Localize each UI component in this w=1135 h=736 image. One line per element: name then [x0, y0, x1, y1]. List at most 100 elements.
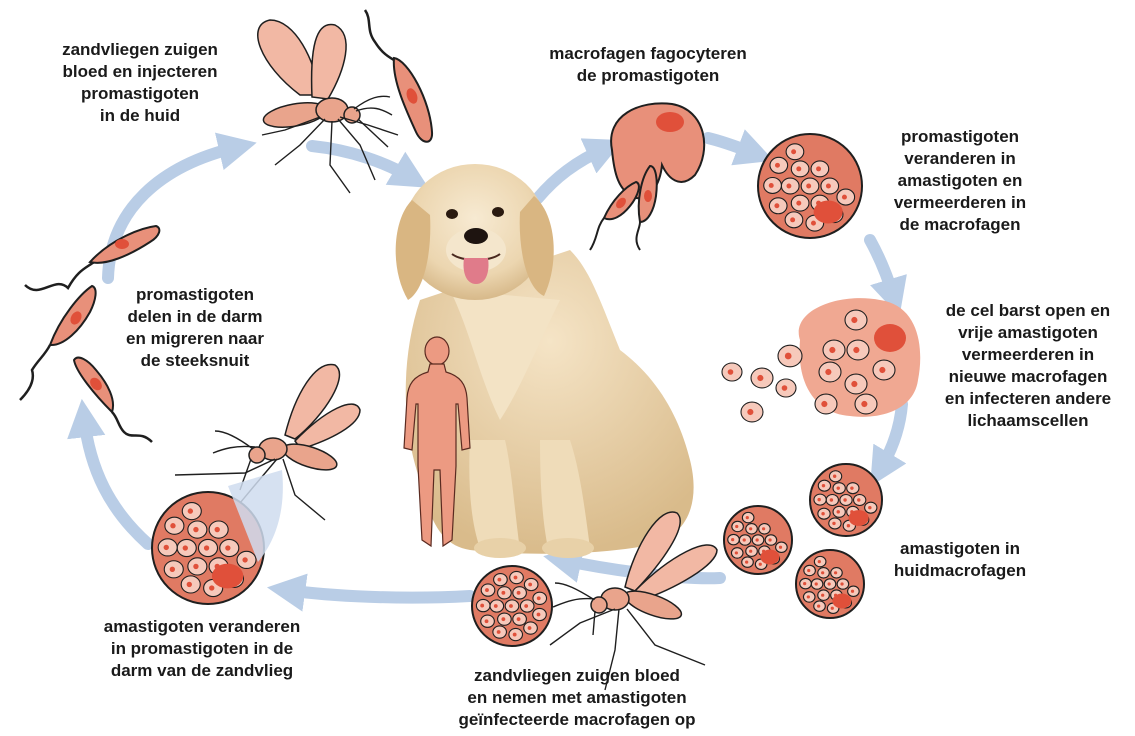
amastigote-icon [826, 494, 838, 505]
amastigote-icon [182, 503, 201, 520]
amastigote-icon [833, 506, 845, 517]
amastigote-icon [476, 599, 490, 611]
label-sandfly-bite: zandvliegen zuigen bloed en injecteren p… [40, 39, 240, 127]
cycle-arrow-icon [108, 147, 238, 278]
amastigote-icon [786, 144, 804, 160]
amastigote-icon [198, 539, 217, 556]
amastigote-icon [803, 592, 815, 602]
amastigote-icon [481, 584, 495, 596]
macrophage-icon [796, 550, 864, 618]
label-transform: promastigoten veranderen in amastigoten … [880, 126, 1040, 236]
amastigote-icon [751, 368, 773, 388]
amastigote-icon [533, 608, 547, 620]
amastigote-icon [821, 178, 839, 194]
amastigote-icon [739, 535, 751, 545]
label-divide-migrate: promastigoten delen in de darm en migrer… [110, 284, 280, 372]
label-phagocytose: macrofagen fagocyteren de promastigoten [528, 43, 768, 87]
amastigote-icon [731, 548, 743, 558]
amastigote-icon [845, 310, 867, 330]
amastigote-icon [177, 539, 196, 556]
amastigote-icon [533, 592, 547, 604]
amastigote-icon [752, 535, 764, 545]
amastigote-icon [847, 340, 869, 360]
macrophage-icon [590, 103, 704, 250]
amastigote-icon [188, 558, 207, 575]
amastigote-icon [831, 568, 843, 578]
amastigote-icon [823, 340, 845, 360]
amastigote-icon [746, 524, 758, 534]
macrophage-icon [472, 566, 552, 646]
amastigote-icon [848, 586, 860, 596]
label-blood-meal: zandvliegen zuigen bloed en nemen met am… [432, 665, 722, 731]
cycle-arrow-icon [870, 240, 894, 298]
amastigote-icon [829, 518, 841, 529]
amastigote-icon [164, 561, 183, 578]
amastigote-icon [742, 557, 754, 567]
amastigote-icon [505, 600, 519, 612]
amastigote-icon [494, 574, 508, 586]
amastigote-icon [776, 542, 788, 552]
cycle-arrow-icon [708, 138, 756, 154]
macrophage-icon [724, 506, 792, 574]
amastigote-icon [785, 212, 803, 228]
cycle-arrow-icon [84, 418, 148, 544]
amastigote-icon [509, 628, 523, 640]
amastigote-icon [791, 195, 809, 211]
amastigote-icon [814, 601, 826, 611]
amastigote-icon [840, 494, 852, 505]
amastigote-icon [829, 471, 841, 482]
amastigote-icon [819, 362, 841, 382]
amastigote-icon [493, 626, 507, 638]
amastigote-icon [770, 157, 788, 173]
amastigote-icon [778, 345, 802, 367]
amastigote-icon [722, 363, 742, 381]
label-skin-macrophages: amastigoten in huidmacrofagen [880, 538, 1040, 582]
amastigote-icon [837, 579, 849, 589]
amastigote-icon [818, 508, 830, 519]
amastigote-icon [742, 512, 754, 522]
amastigote-icon [800, 578, 812, 588]
amastigote-icon [510, 571, 524, 583]
amastigote-icon [158, 539, 177, 556]
amastigote-icon [165, 517, 184, 534]
amastigote-icon [237, 551, 256, 568]
amastigote-icon [855, 394, 877, 414]
amastigote-icon [814, 556, 826, 566]
cycle-arrow-icon [538, 148, 606, 198]
amastigote-icon [759, 524, 771, 534]
macrophage-icon [758, 134, 862, 238]
amastigote-icon [801, 178, 819, 194]
amastigote-icon [804, 565, 816, 575]
amastigote-icon [764, 178, 782, 194]
amastigote-icon [181, 576, 200, 593]
amastigote-icon [811, 161, 829, 177]
amastigote-icon [513, 613, 527, 625]
amastigote-icon [524, 578, 538, 590]
amastigote-icon [791, 161, 809, 177]
amastigote-icon [481, 615, 495, 627]
amastigote-icon [524, 622, 538, 634]
amastigote-icon [824, 579, 836, 589]
amastigote-icon [818, 590, 830, 600]
amastigote-icon [811, 579, 823, 589]
amastigote-icon [814, 494, 826, 505]
label-burst: de cel barst open en vrije amastigoten v… [928, 300, 1128, 432]
amastigote-icon [818, 568, 830, 578]
amastigote-icon [845, 374, 867, 394]
amastigote-icon [833, 483, 845, 494]
amastigote-icon [520, 600, 534, 612]
amastigote-icon [873, 360, 895, 380]
cycle-arrow-icon [286, 590, 470, 598]
amastigote-icon [815, 394, 837, 414]
macrophage-icon [810, 464, 882, 536]
amastigote-icon [490, 600, 504, 612]
amastigote-icon [220, 539, 239, 556]
amastigote-icon [209, 521, 228, 538]
amastigote-icon [513, 587, 527, 599]
label-gut-transform: amastigoten veranderen in promastigoten … [82, 616, 322, 682]
amastigote-icon [188, 521, 207, 538]
amastigote-icon [746, 546, 758, 556]
amastigote-icon [776, 379, 796, 397]
amastigote-icon [818, 480, 830, 491]
